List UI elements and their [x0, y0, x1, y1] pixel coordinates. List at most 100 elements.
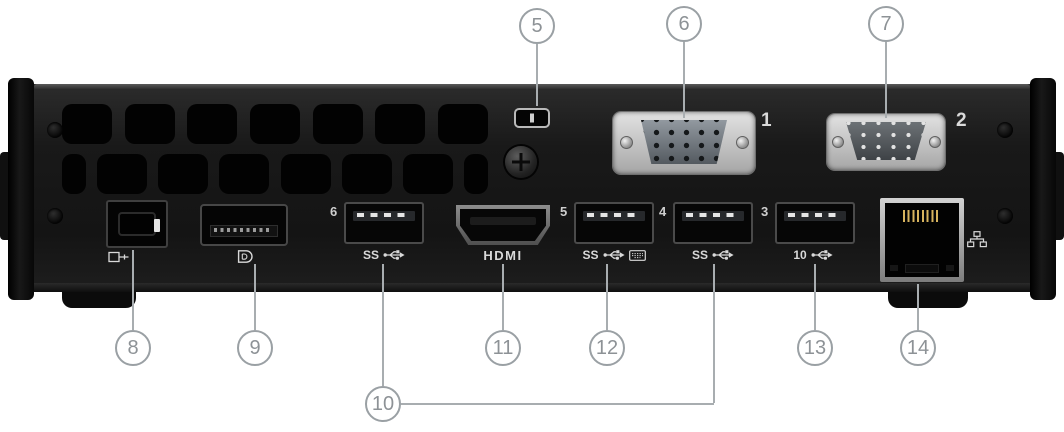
displayport-slot [210, 225, 278, 237]
callout-11-number: 11 [492, 336, 514, 359]
hdmi-opening [460, 209, 546, 241]
callout-12-number: 12 [595, 336, 619, 359]
hdmi-marking: HDMI [470, 247, 536, 263]
screw-hole [997, 122, 1013, 138]
vga-port [641, 120, 727, 164]
vent-slot [187, 104, 238, 144]
ethernet-marking [966, 230, 988, 248]
callout-9: 9 [237, 330, 273, 366]
chassis-number-usb4: 4 [659, 204, 667, 219]
vent-slot [124, 104, 175, 144]
security-lock-bar [530, 113, 534, 123]
usb-tongue [784, 211, 846, 221]
vent-slot [158, 154, 209, 194]
callout-line-7 [885, 42, 887, 118]
usb-trident-icon [383, 250, 405, 260]
power-connector-latch [154, 219, 160, 232]
usb-pins [587, 213, 641, 217]
vent-slot [219, 154, 270, 194]
vent-slot [249, 104, 300, 144]
chassis-number-serial: 2 [956, 110, 967, 131]
usb-ss-label: SS [362, 248, 379, 262]
callout-12: 12 [589, 330, 625, 366]
usb6-marking: SS [356, 248, 412, 262]
serial-port [846, 122, 926, 160]
chassis-thumbscrew [505, 146, 537, 178]
usb3-marking: 10 [785, 248, 841, 262]
security-lock-slot [514, 108, 550, 128]
power-dc-in-icon [108, 251, 129, 263]
chassis-bottom-lip [34, 283, 1030, 292]
callout-14-number: 14 [906, 336, 930, 359]
vent-slot [341, 154, 392, 194]
keyboard-icon [628, 249, 646, 261]
usb-pins [357, 213, 411, 217]
callout-line-11 [502, 264, 504, 330]
vent-slot [463, 154, 488, 194]
hdmi-slot [470, 217, 536, 225]
hdmi-port [456, 205, 550, 245]
power-connector [106, 200, 168, 248]
displayport-port [200, 204, 288, 246]
usb-trident-icon [811, 250, 833, 260]
usb4-marking: SS [685, 248, 741, 262]
ethernet-led-left [890, 265, 898, 271]
chassis-number-vga: 1 [761, 110, 772, 131]
callout-line-10-horizontal [401, 403, 714, 405]
chassis-endcap-right [1030, 78, 1056, 300]
serial-screw-right [929, 136, 941, 148]
callout-8: 8 [115, 330, 151, 366]
callout-7-number: 7 [880, 12, 892, 35]
callout-line-6 [683, 42, 685, 118]
usb5-marking: SS [572, 248, 656, 262]
chassis-number-usb5: 5 [560, 204, 568, 219]
callout-13-number: 13 [803, 336, 827, 359]
vent-slot [402, 154, 453, 194]
usb-tongue [682, 211, 744, 221]
vent-slot [62, 104, 112, 144]
vent-slot [97, 154, 148, 194]
callout-line-5 [536, 44, 538, 106]
chassis-top-edge [34, 84, 1030, 90]
callout-11: 11 [485, 330, 521, 366]
callout-9-number: 9 [249, 336, 261, 359]
usb-port-5 [574, 202, 654, 244]
usb-trident-icon [603, 250, 625, 260]
callout-14: 14 [900, 330, 936, 366]
vent-row [62, 154, 488, 194]
usb-pins [788, 213, 842, 217]
callout-7: 7 [868, 6, 904, 42]
ethernet-clip-slot [905, 264, 939, 273]
callout-line-9 [254, 264, 256, 330]
usb-trident-icon [712, 250, 734, 260]
usb-tongue [353, 211, 415, 221]
vent-slot [375, 104, 426, 144]
callout-13: 13 [797, 330, 833, 366]
chassis-endcap-left [8, 78, 34, 300]
vent-slot [312, 104, 363, 144]
vga-screw-right [736, 136, 749, 149]
usb-10gbps-label: 10 [793, 248, 807, 262]
callout-6-number: 6 [678, 12, 690, 35]
usb-ss-label: SS [582, 248, 599, 262]
callout-line-14 [917, 284, 919, 330]
callout-line-10-left [382, 264, 384, 386]
displayport-marking [235, 248, 255, 264]
callout-10-number: 10 [371, 392, 395, 415]
callout-line-13 [814, 264, 816, 330]
power-marking [106, 250, 132, 264]
vent-slot [62, 154, 86, 194]
hdmi-label: HDMI [483, 247, 523, 263]
power-connector-socket [118, 212, 156, 236]
vent-grille [62, 104, 488, 196]
vga-screw-left [620, 136, 633, 149]
displayport-pins [214, 228, 272, 232]
screw-hole [47, 208, 63, 224]
usb-pins [686, 213, 740, 217]
ethernet-network-icon [967, 230, 987, 247]
ethernet-led-right [946, 265, 954, 271]
usb-ss-label: SS [691, 248, 708, 262]
ethernet-pins [903, 210, 941, 222]
callout-line-8 [132, 250, 134, 330]
usb-port-3 [775, 202, 855, 244]
